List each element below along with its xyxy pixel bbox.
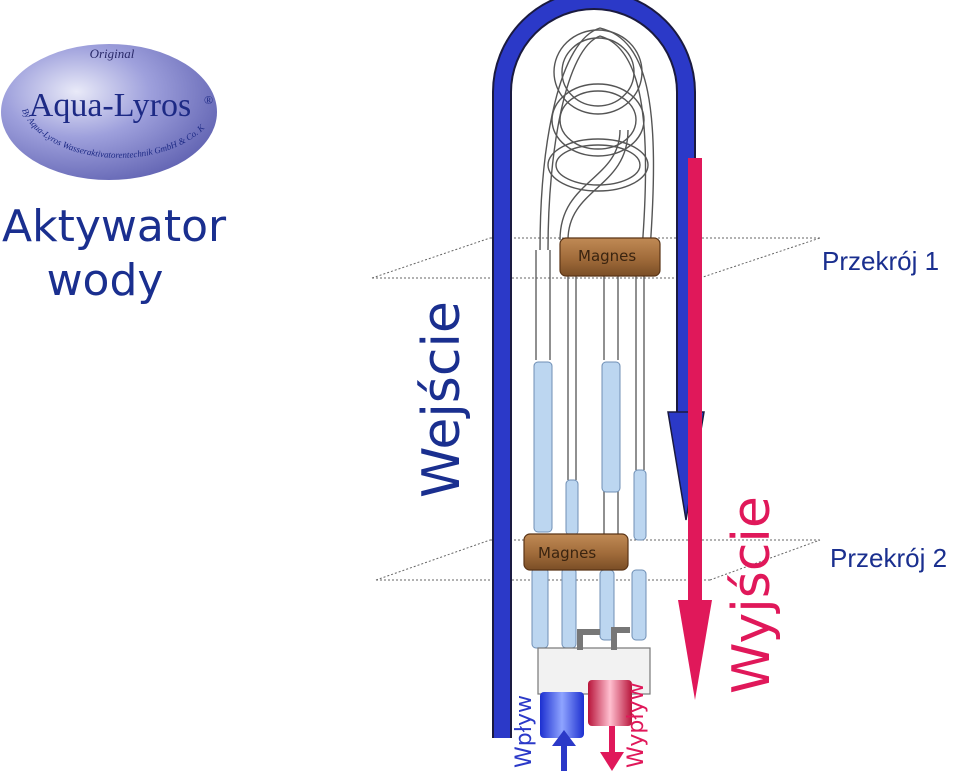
logo-registered: ® <box>204 93 213 107</box>
outflow-cap <box>588 680 632 726</box>
logo-top-text: Original <box>90 46 135 61</box>
logo-ellipse <box>1 44 217 180</box>
inflow-cap <box>540 692 584 738</box>
magnet-top-label: Magnes <box>578 247 637 265</box>
section-1-label: Przekrój 1 <box>822 246 940 276</box>
outflow-arrow <box>600 726 624 771</box>
inflow-arrow <box>552 730 576 771</box>
outlet-arrow-head <box>678 600 712 700</box>
title-line-1: Aktywator <box>2 201 227 252</box>
section-2-label: Przekrój 2 <box>830 543 948 573</box>
outlet-label: Wyjście <box>722 496 782 694</box>
water-segments <box>531 361 647 649</box>
logo: Original Aqua-Lyros ® By Aqua-Lyros Wass… <box>0 0 217 180</box>
magnet-bottom <box>523 533 629 571</box>
magnet-bottom-label: Magnes <box>538 544 597 562</box>
outflow-label: Wypływ <box>624 682 649 768</box>
section-plane-2 <box>375 539 821 581</box>
outlet-flow-path <box>678 158 712 700</box>
title: Aktywator wody <box>2 200 227 308</box>
fitting-block <box>537 627 651 738</box>
title-line-2: wody <box>46 255 164 306</box>
inlet-label: Wejście <box>412 301 472 498</box>
inflow-label: Wpływ <box>512 695 537 768</box>
magnet-top <box>559 237 661 277</box>
logo-brand: Aqua-Lyros <box>29 87 191 124</box>
tube-coils <box>539 27 655 251</box>
